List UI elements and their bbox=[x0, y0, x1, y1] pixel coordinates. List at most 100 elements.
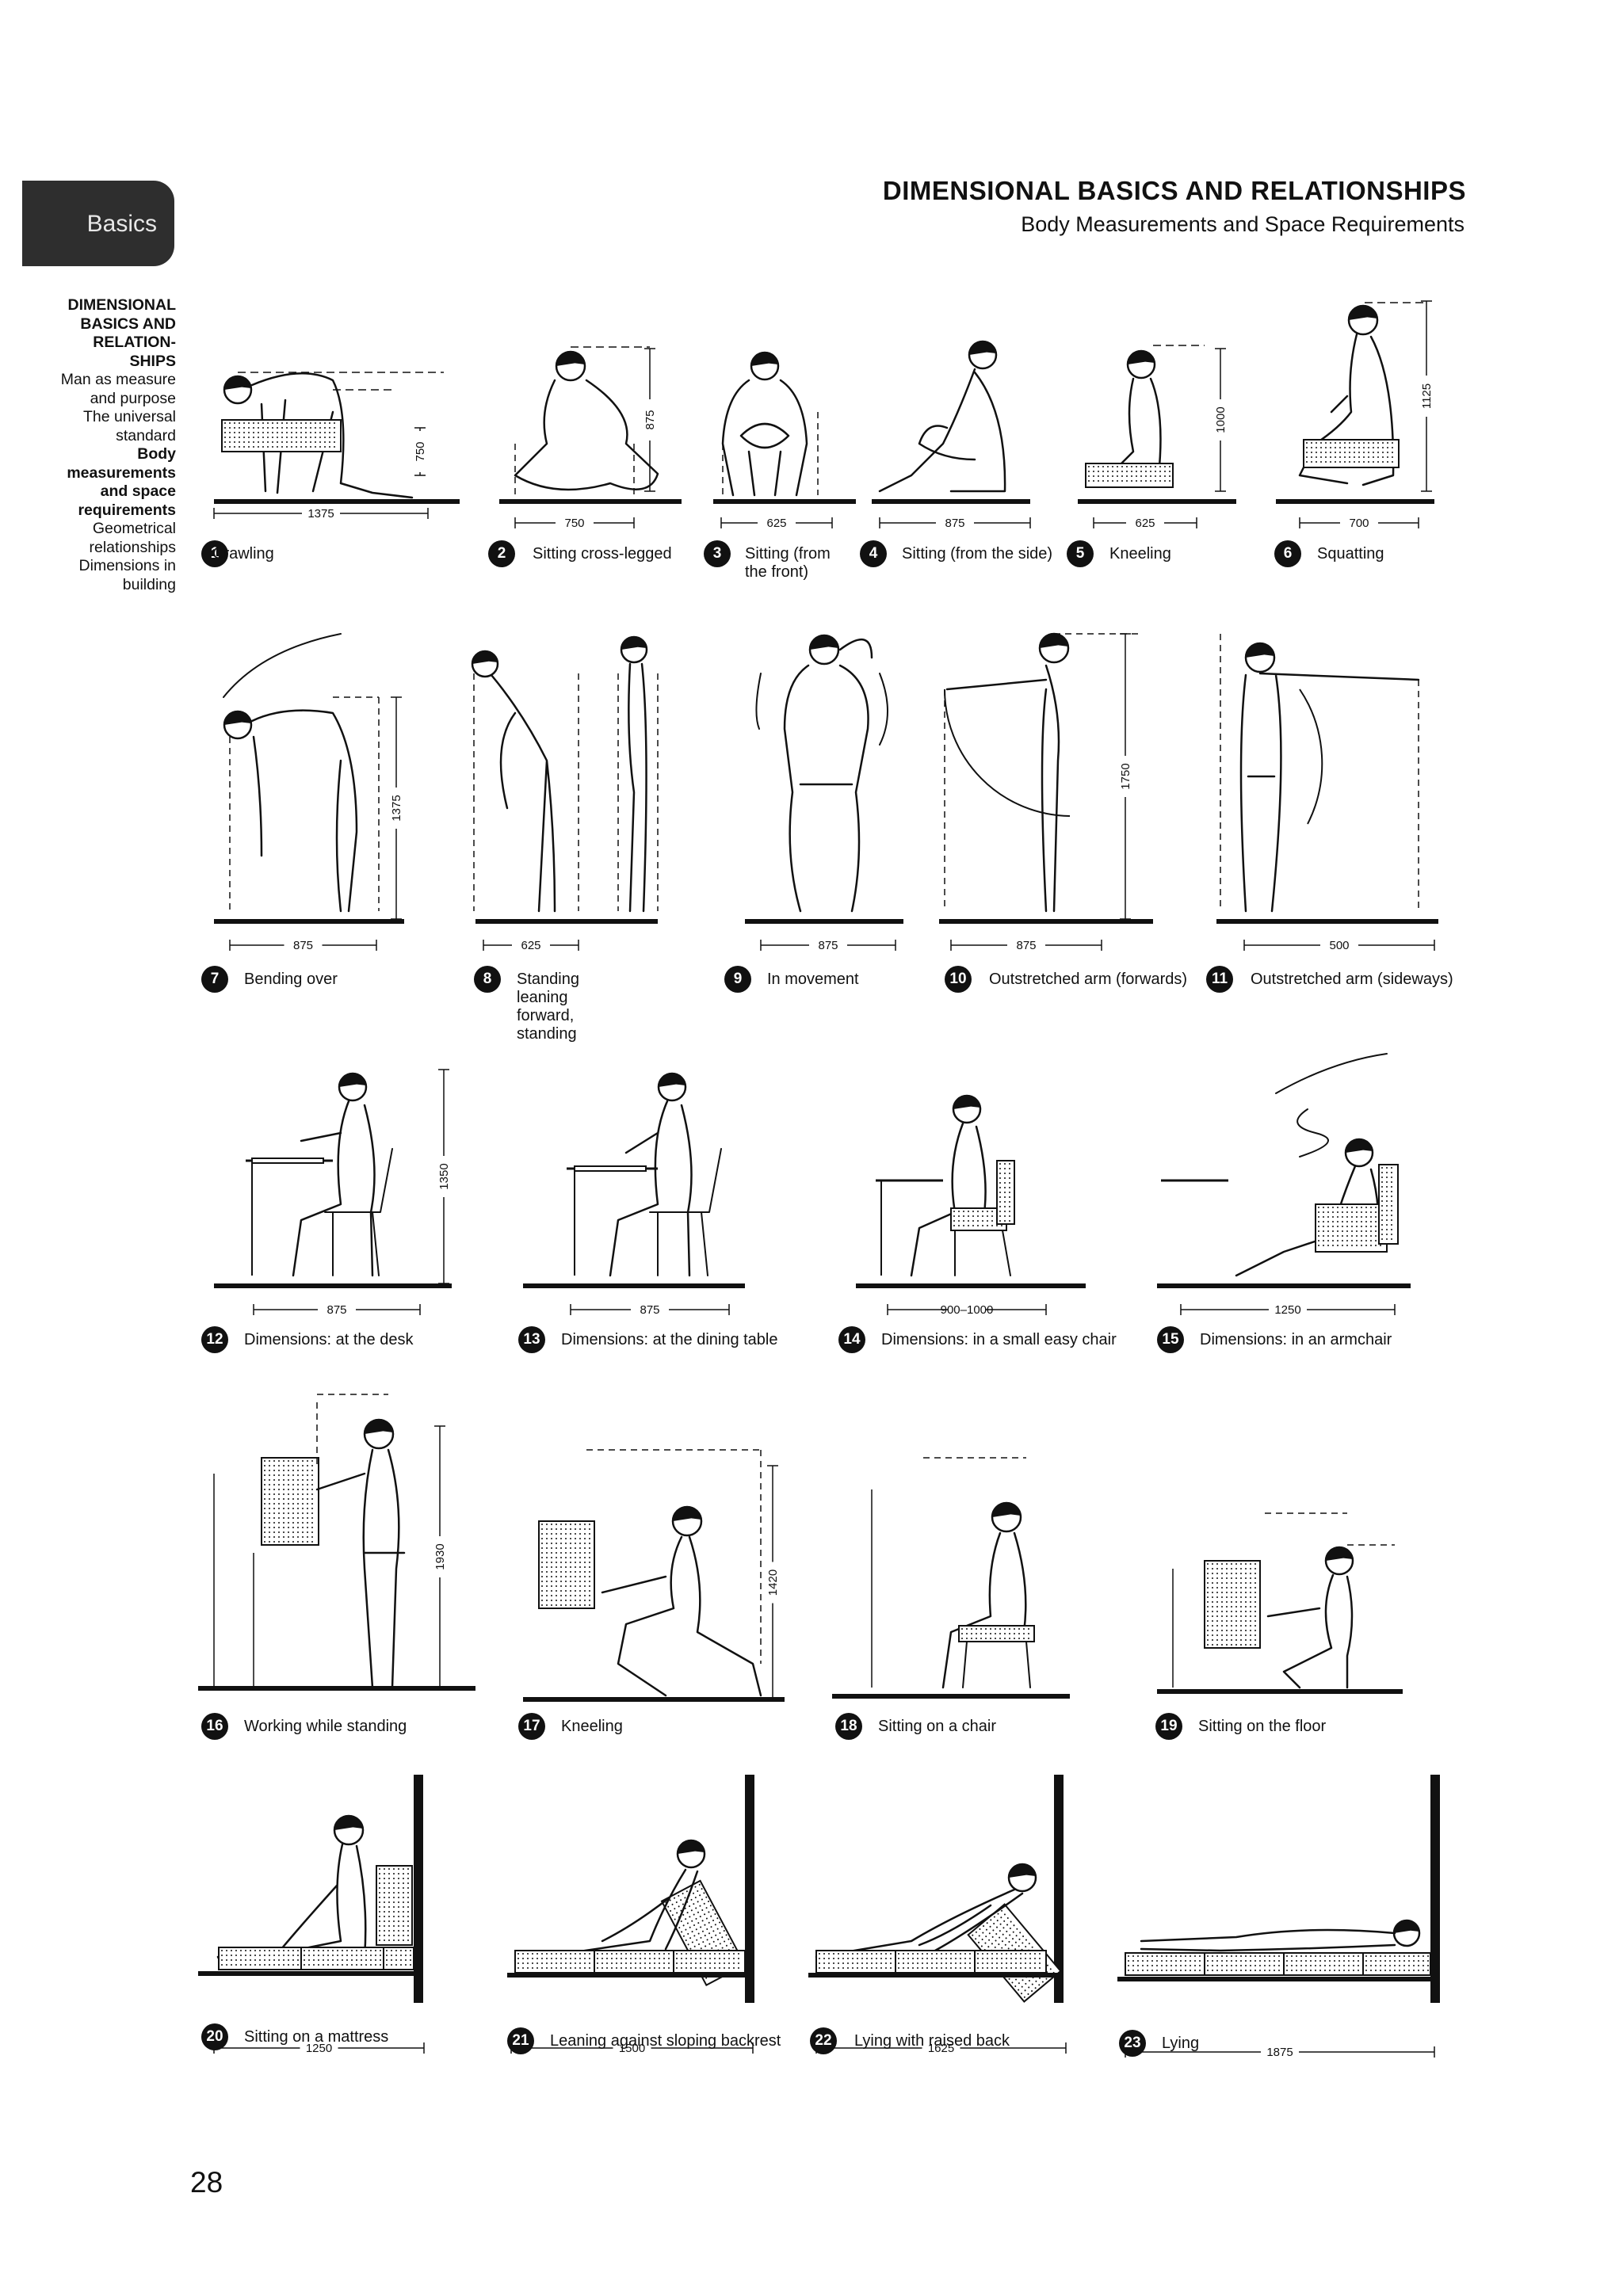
figure-body bbox=[945, 664, 1060, 913]
figure-head bbox=[1038, 632, 1070, 664]
figure-head bbox=[223, 375, 253, 405]
dimension-label: 875 bbox=[640, 1303, 659, 1317]
figure-body bbox=[514, 1868, 699, 1962]
figure-caption: Outstretched arm (forwards) bbox=[989, 971, 1188, 988]
figure-head bbox=[991, 1501, 1022, 1533]
figure-6: 700 1125 bbox=[1276, 300, 1434, 530]
figure-number: 21 bbox=[507, 2027, 534, 2054]
dimension-horizontal: 900–1000 bbox=[887, 1302, 1047, 1317]
dimension-label: 1750 bbox=[1119, 763, 1132, 789]
dimension-vertical: 1375 bbox=[389, 696, 403, 920]
stippled-cushion bbox=[673, 1950, 746, 1974]
sidenav-item-line-active: Body bbox=[137, 445, 176, 463]
stippled-cushion bbox=[538, 1520, 595, 1609]
figure-number: 15 bbox=[1157, 1326, 1184, 1353]
figure-head bbox=[1126, 349, 1156, 379]
wall bbox=[1430, 1775, 1440, 2003]
figure-caption: Sitting on the floor bbox=[1198, 1718, 1327, 1735]
figure-number: 1 bbox=[201, 540, 228, 567]
stippled-cushion bbox=[594, 1950, 674, 1974]
floor-line bbox=[1216, 919, 1438, 924]
stippled-cushion bbox=[300, 1947, 384, 1970]
dimension-label: 700 bbox=[1349, 517, 1369, 530]
floor-line bbox=[523, 1283, 745, 1288]
floor-line bbox=[832, 1694, 1070, 1699]
section-tab: Basics bbox=[22, 181, 174, 266]
section-tab-label: Basics bbox=[86, 211, 157, 237]
floor-line bbox=[1078, 499, 1236, 504]
figure-15: 1250 bbox=[1157, 1053, 1411, 1317]
figure-4: 875 bbox=[872, 340, 1031, 530]
wall bbox=[745, 1775, 754, 2003]
dimension-label: 1250 bbox=[1274, 1303, 1300, 1317]
dimension-horizontal: 700 bbox=[1299, 516, 1419, 530]
dimension-horizontal: 875 bbox=[229, 938, 377, 952]
page-subtitle: Body Measurements and Space Requirements bbox=[1021, 212, 1465, 236]
dimension-label: 875 bbox=[643, 410, 657, 429]
figure-head bbox=[555, 350, 586, 382]
dimension-vertical: 1420 bbox=[766, 1465, 780, 1700]
figure-3: 625 bbox=[713, 351, 856, 530]
figure-number: 19 bbox=[1155, 1713, 1182, 1740]
figure-body bbox=[878, 368, 1006, 493]
figure-number: 13 bbox=[518, 1326, 545, 1353]
dimension-label: 1420 bbox=[766, 1569, 780, 1596]
stippled-cushion bbox=[895, 1950, 976, 1974]
figure-number: 3 bbox=[704, 540, 731, 567]
figure-body bbox=[514, 379, 659, 491]
sidenav-item-line-active: requirements bbox=[78, 501, 176, 519]
wall bbox=[1054, 1775, 1064, 2003]
dimension-label: 1375 bbox=[390, 795, 403, 821]
figure-2: 750 875 bbox=[499, 346, 682, 530]
sidenav-item-line-active: measurements bbox=[67, 463, 176, 482]
figure-8: 625 bbox=[471, 635, 659, 952]
figure-head bbox=[1344, 1138, 1374, 1168]
dimension-label: 1125 bbox=[1420, 383, 1434, 409]
dimension-label: 875 bbox=[293, 939, 313, 952]
sidenav-item-line: Man as measure bbox=[60, 371, 176, 388]
dimension-vertical: 1750 bbox=[1118, 633, 1132, 920]
figure-21: 1500 bbox=[507, 1775, 754, 2055]
dimension-horizontal: 1250 bbox=[213, 2041, 425, 2055]
sidenav-item-line: Dimensions in bbox=[78, 557, 176, 574]
dimension-horizontal: 1375 bbox=[213, 506, 429, 521]
figure-body bbox=[601, 1535, 762, 1697]
figure-body bbox=[315, 1448, 406, 1689]
stippled-cushion bbox=[1303, 439, 1400, 468]
figure-caption: Squatting bbox=[1317, 545, 1384, 563]
figure-number: 4 bbox=[860, 540, 887, 567]
dimension-label: 900–1000 bbox=[941, 1303, 994, 1317]
stippled-cushion bbox=[815, 1950, 896, 1974]
figure-number: 14 bbox=[838, 1326, 865, 1353]
figure-head bbox=[223, 710, 253, 740]
figure-body bbox=[628, 662, 647, 913]
floor-line bbox=[198, 1686, 475, 1691]
dimension-label: 875 bbox=[818, 939, 838, 952]
figure-head bbox=[750, 351, 780, 381]
stippled-cushion bbox=[514, 1950, 595, 1974]
figure-caption: Sitting on a chair bbox=[878, 1718, 996, 1735]
dimension-label: 750 bbox=[564, 517, 584, 530]
floor-line bbox=[499, 499, 682, 504]
figure-caption: Lying bbox=[1162, 2035, 1200, 2052]
page-title: DIMENSIONAL BASICS AND RELATIONSHIPS bbox=[882, 176, 1466, 205]
figure-body bbox=[941, 1531, 1027, 1689]
figure-body bbox=[216, 1843, 367, 1966]
dimension-vertical: 750 bbox=[413, 427, 427, 476]
floor-line bbox=[523, 1697, 785, 1702]
figure-caption: Dimensions: at the desk bbox=[244, 1331, 414, 1348]
dimension-label: 625 bbox=[521, 939, 540, 952]
stippled-cushion bbox=[221, 419, 342, 452]
dimension-horizontal: 500 bbox=[1243, 938, 1435, 952]
dimension-horizontal: 875 bbox=[879, 516, 1031, 530]
stippled-cushion bbox=[261, 1457, 319, 1546]
dimension-label: 1875 bbox=[1266, 2046, 1293, 2059]
figure-caption: Outstretched arm (sideways) bbox=[1251, 971, 1453, 988]
dimension-vertical: 1125 bbox=[1419, 300, 1434, 492]
figure-caption: Kneeling bbox=[1109, 545, 1171, 563]
figure-caption: Working while standing bbox=[244, 1718, 407, 1735]
stippled-cushion bbox=[376, 1865, 413, 1946]
figure-body bbox=[1266, 1573, 1354, 1689]
